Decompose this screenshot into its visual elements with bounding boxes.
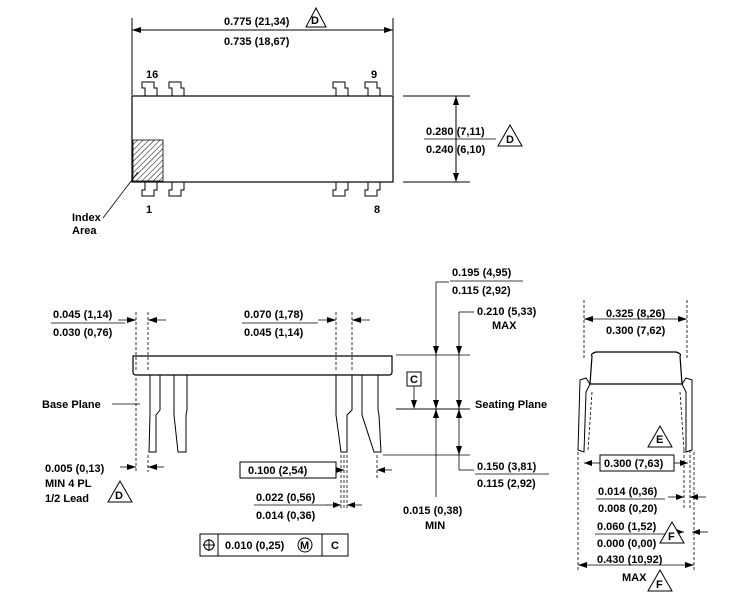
top-pins-upper: [141, 81, 381, 96]
top-pins-lower: [141, 182, 381, 197]
top-length-max: 0.775 (21,34): [224, 16, 290, 28]
end-clear-line2: MIN 4 PL: [45, 478, 92, 490]
datum-c-label: C: [410, 374, 418, 386]
standoff-value: 0.015 (0,38): [403, 505, 463, 517]
note-f1-label: F: [668, 531, 675, 543]
lead-length-max: 0.150 (3,81): [477, 461, 537, 473]
end-view: 0.325 (8,26) 0.300 (7,62) E 0.300 (7,63)…: [577, 300, 708, 592]
end-width-min: 0.300 (7,62): [606, 325, 666, 337]
seating-plane-label: Seating Plane: [475, 399, 547, 411]
flare-max: 0.060 (1,52): [597, 521, 657, 533]
side-height-max: 0.195 (4,95): [452, 267, 512, 279]
lead-length-min: 0.115 (2,92): [477, 478, 536, 490]
index-label-line2: Area: [72, 225, 97, 237]
end-clear-line3: 1/2 Lead: [45, 493, 89, 505]
pin-1-label: 1: [146, 204, 152, 216]
package-body-top: [131, 95, 394, 183]
lead-width2-max: 0.070 (1,78): [244, 309, 304, 321]
note-f-triangle: [659, 520, 685, 544]
lead-width-min: 0.030 (0,76): [53, 327, 113, 339]
note-e-label: E: [656, 434, 663, 446]
end-width-max: 0.325 (8,26): [606, 308, 666, 320]
note-d-triangle: [107, 479, 133, 503]
lead-tip-min: 0.014 (0,36): [256, 510, 316, 522]
note-f-triangle: [647, 568, 673, 592]
top-width-note: D: [506, 134, 514, 146]
seat-height-suffix: MAX: [492, 320, 517, 332]
lead-width2-min: 0.045 (1,14): [244, 327, 304, 339]
base-plane-label: Base Plane: [42, 399, 101, 411]
position-tolerance-frame: 0.010 (0,25) M C: [199, 533, 349, 557]
overall-suffix: MAX: [622, 572, 647, 584]
mmc-modifier-icon: [297, 537, 313, 553]
note-e-triangle: [647, 424, 673, 448]
end-clear-note: D: [115, 490, 123, 502]
side-leads: [148, 375, 382, 453]
index-area-hatch: [132, 139, 164, 182]
pin-8-label: 8: [374, 204, 380, 216]
side-view: 0.045 (1,14) 0.030 (0,76) 0.070 (1,78) 0…: [42, 267, 549, 557]
note-d-triangle: [305, 6, 327, 28]
top-width-min: 0.240 (6,10): [426, 144, 486, 156]
top-length-min: 0.735 (18,67): [224, 36, 290, 48]
top-length-note: D: [311, 15, 319, 27]
lead-width-max: 0.045 (1,14): [53, 309, 113, 321]
package-body-end: [589, 351, 683, 385]
row-spacing-value: 0.300 (7,63): [604, 458, 664, 470]
lead-tip-max: 0.022 (0,56): [256, 492, 316, 504]
tolerance-value: 0.010 (0,25): [225, 540, 285, 552]
top-view: 0.775 (21,34) 0.735 (18,67) D 16 9 1 8 I…: [72, 6, 523, 237]
flare-min: 0.000 (0,00): [597, 538, 657, 550]
tolerance-datum: C: [331, 540, 339, 552]
note-d-triangle: [497, 123, 523, 147]
note-f2-label: F: [656, 579, 663, 591]
top-width-max: 0.280 (7,11): [426, 126, 485, 138]
thickness-max: 0.014 (0,36): [598, 486, 658, 498]
pin-16-label: 16: [146, 69, 158, 81]
pitch-value: 0.100 (2,54): [248, 465, 308, 477]
side-height-min: 0.115 (2,92): [452, 285, 511, 297]
seat-height-value: 0.210 (5,33): [477, 306, 537, 318]
index-label-line1: Index: [72, 212, 102, 224]
pin-9-label: 9: [371, 69, 377, 81]
tolerance-modifier: M: [300, 540, 309, 552]
end-clear-line1: 0.005 (0,13): [45, 463, 105, 475]
thickness-min: 0.008 (0,20): [598, 503, 658, 515]
overall-max: 0.430 (10,92): [597, 554, 663, 566]
standoff-suffix: MIN: [425, 520, 445, 532]
package-body-side: [132, 355, 393, 376]
